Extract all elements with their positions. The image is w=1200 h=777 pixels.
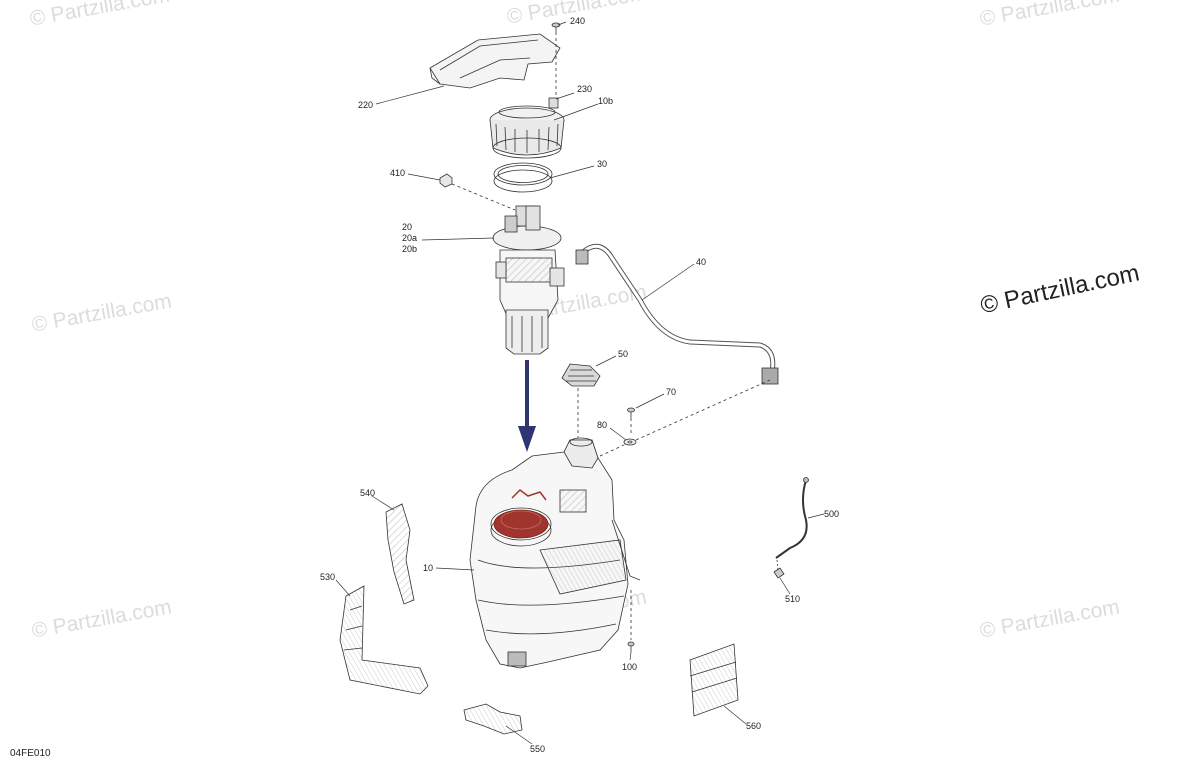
part-550-shield[interactable] — [463, 703, 523, 735]
part-50-cap[interactable] — [561, 363, 601, 387]
part-410-nut[interactable] — [439, 173, 453, 188]
callout-500: 500 — [824, 509, 839, 519]
leader-lines — [335, 21, 825, 745]
part-230-clip[interactable] — [548, 97, 559, 109]
part-70-screw[interactable] — [627, 407, 635, 418]
callout-20b: 20b — [402, 244, 417, 254]
callout-540: 540 — [360, 488, 375, 498]
part-20-fuel-pump[interactable] — [492, 205, 565, 355]
part-240-screw[interactable] — [551, 22, 561, 32]
callout-20a: 20a — [402, 233, 417, 243]
callout-230: 230 — [577, 84, 592, 94]
callout-410: 410 — [390, 168, 405, 178]
assembly-arrow — [518, 360, 536, 452]
callout-510: 510 — [785, 594, 800, 604]
part-220-top-shield[interactable] — [429, 33, 561, 89]
callout-10: 10 — [423, 563, 433, 573]
pump-opening-highlight — [493, 509, 549, 539]
part-500-vent-hose[interactable] — [775, 477, 809, 559]
part-30-gasket[interactable] — [493, 162, 553, 193]
callout-530: 530 — [320, 572, 335, 582]
callout-240: 240 — [570, 16, 585, 26]
callout-80: 80 — [597, 420, 607, 430]
part-510-clamp[interactable] — [773, 567, 785, 579]
callout-70: 70 — [666, 387, 676, 397]
callout-10b: 10b — [598, 96, 613, 106]
part-80-washer[interactable] — [623, 438, 637, 446]
callout-50: 50 — [618, 349, 628, 359]
part-540-side-shield[interactable] — [385, 503, 415, 605]
callout-550: 550 — [530, 744, 545, 754]
part-40-fuel-line[interactable] — [575, 243, 779, 385]
pump-opening-highlight-inner — [500, 510, 542, 530]
callout-220: 220 — [358, 100, 373, 110]
callout-30: 30 — [597, 159, 607, 169]
callout-20: 20 — [402, 222, 412, 232]
callout-100: 100 — [622, 662, 637, 672]
part-10b-lock-ring[interactable] — [489, 105, 565, 159]
diagram-code: 04FE010 — [10, 748, 51, 759]
callout-40: 40 — [696, 257, 706, 267]
part-560-pad[interactable] — [689, 643, 739, 717]
callout-560: 560 — [746, 721, 761, 731]
part-100-screw[interactable] — [627, 590, 635, 652]
part-10-fuel-tank[interactable] — [469, 437, 641, 669]
part-530-shield[interactable] — [339, 585, 429, 695]
